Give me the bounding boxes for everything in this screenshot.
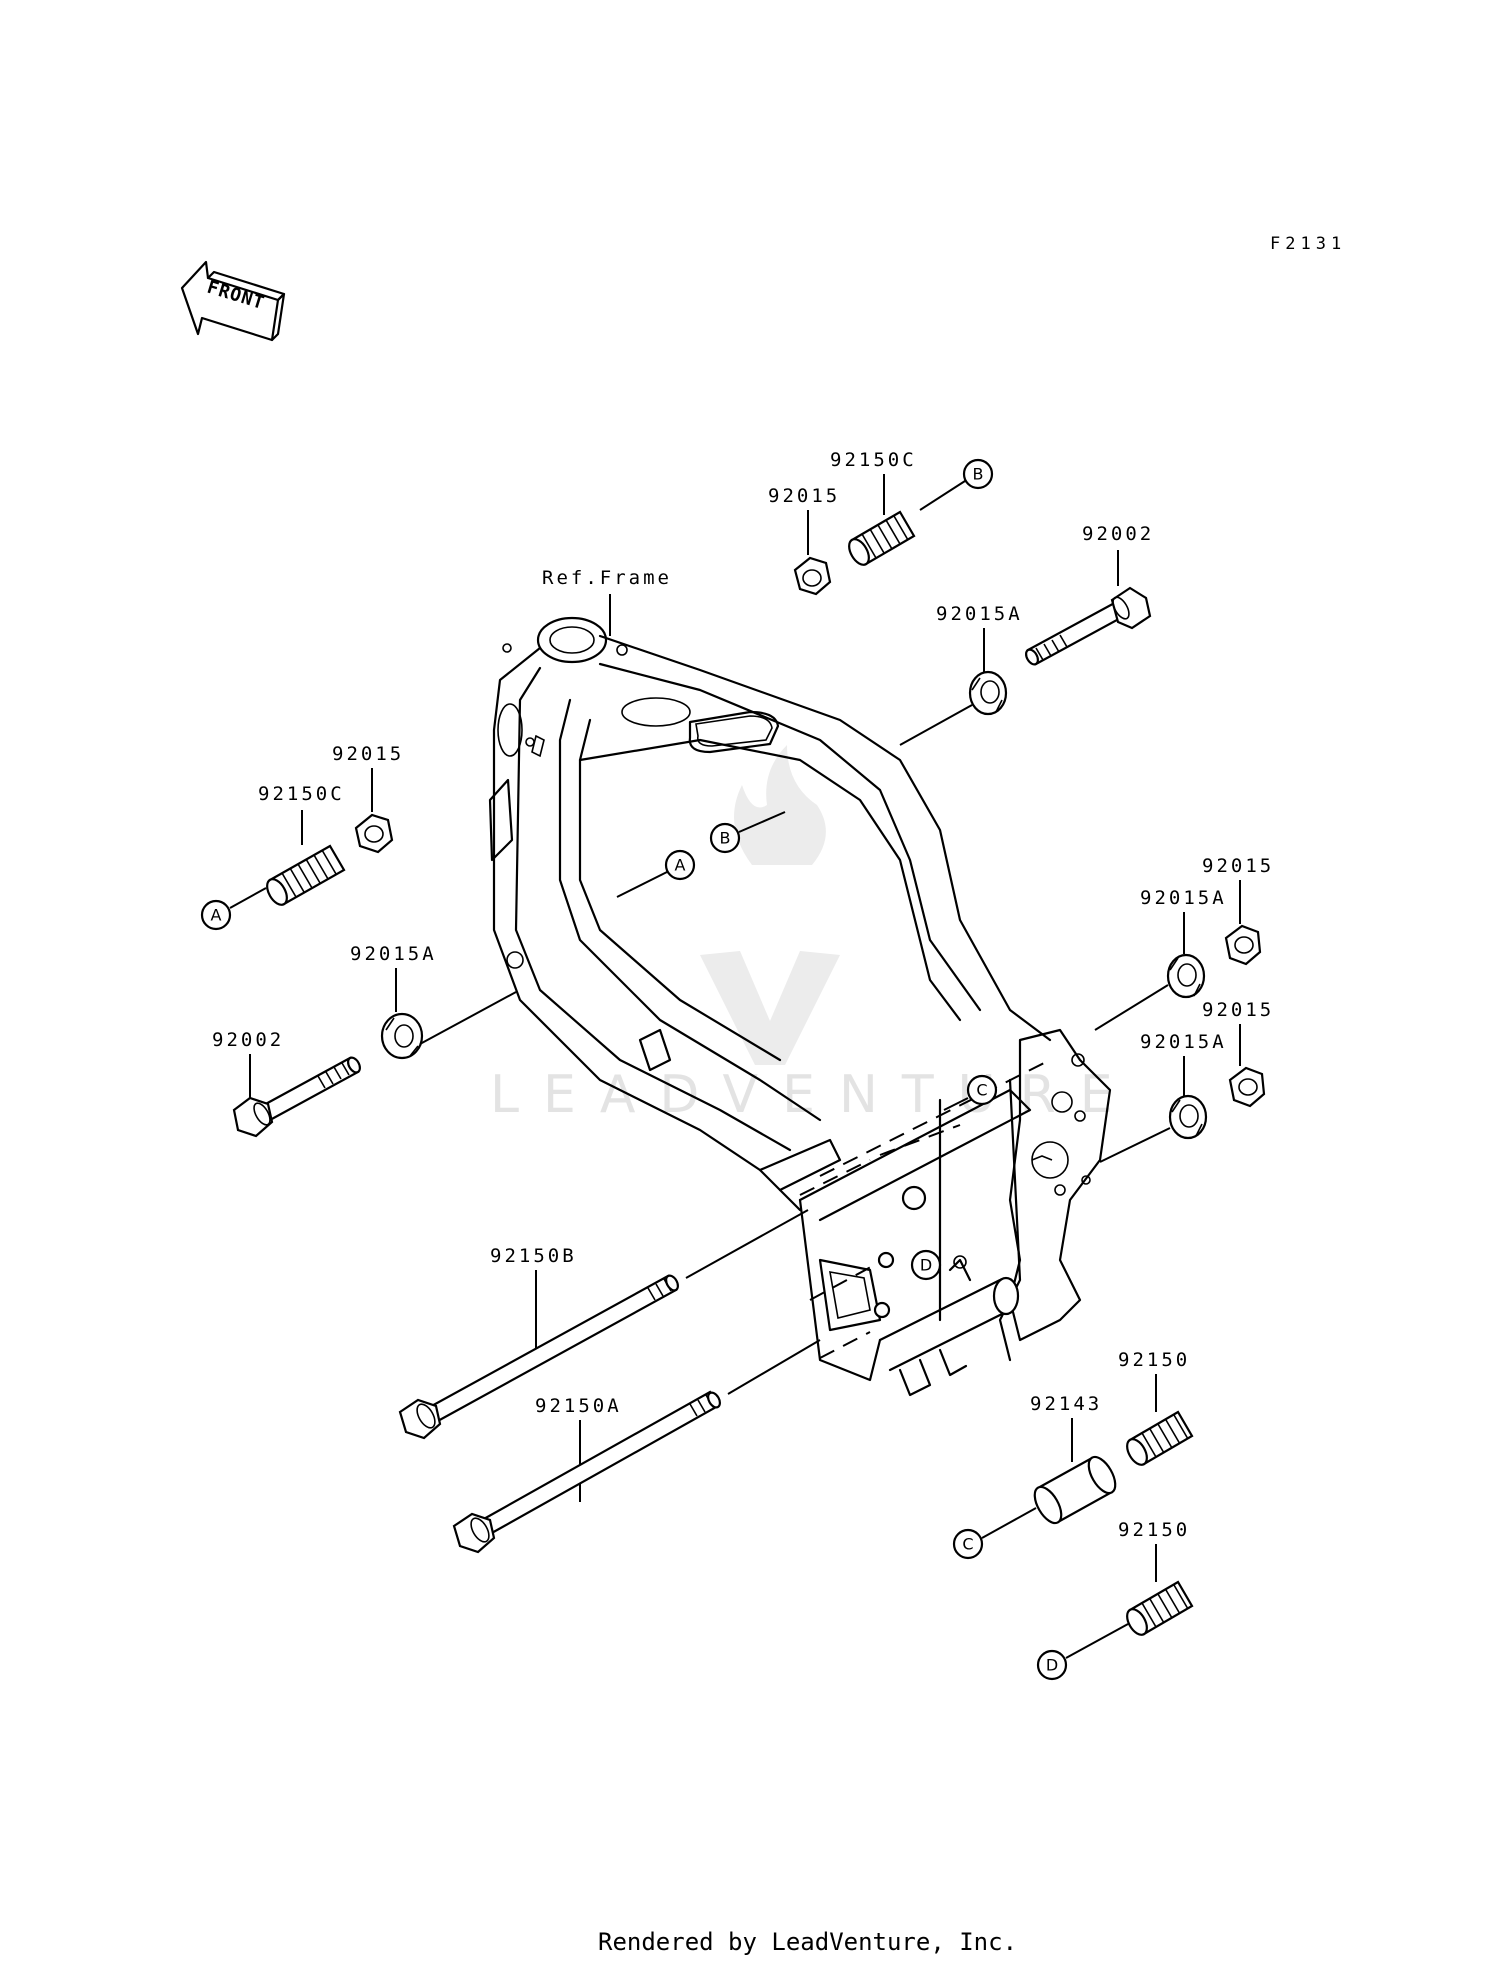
label-92015A-top: 92015A (936, 603, 1023, 625)
front-arrow-label: FRONT (205, 277, 268, 314)
frame-drawing (488, 616, 1112, 1397)
label-92150-a: 92150 (1118, 1349, 1190, 1371)
label-92150C-left: 92150C (258, 783, 345, 805)
label-92015-left: 92015 (332, 743, 404, 765)
nut-92015-r2 (1228, 1066, 1266, 1108)
callout-a2: A (200, 899, 232, 931)
callout-a1-letter: A (675, 856, 686, 875)
callout-c1: C (966, 1074, 998, 1106)
spacer-92150C-top (848, 510, 916, 566)
label-92150A: 92150A (535, 1395, 622, 1417)
collar-92143 (1033, 1455, 1117, 1525)
label-92015-r2: 92015 (1202, 999, 1274, 1021)
callout-c1-letter: C (976, 1081, 987, 1100)
callout-d1: D (910, 1249, 942, 1281)
bolt-92002-right (1025, 586, 1152, 666)
bolt-92002-left (232, 1056, 361, 1138)
label-92143: 92143 (1030, 1393, 1102, 1415)
nut-92015-left (354, 813, 394, 854)
washer-92015A-r2 (1168, 1094, 1208, 1140)
bolt-92150B (398, 1274, 679, 1440)
callout-d1-letter: D (920, 1256, 932, 1275)
callout-a2-letter: A (211, 906, 222, 925)
callout-c2: C (952, 1528, 984, 1560)
nut-92015-r1 (1224, 924, 1262, 966)
footer-credit: Rendered by LeadVenture, Inc. (598, 1928, 1017, 1956)
callout-d2-letter: D (1046, 1656, 1058, 1675)
label-92002-left: 92002 (212, 1029, 284, 1051)
spacer-92150-b (1126, 1580, 1194, 1636)
label-92150B: 92150B (490, 1245, 577, 1267)
ref-frame-label: Ref.Frame (542, 567, 672, 589)
label-92150-b: 92150 (1118, 1519, 1190, 1541)
callout-b2-letter: B (973, 465, 984, 484)
callout-b1-letter: B (720, 829, 731, 848)
label-92015A-r1: 92015A (1140, 887, 1227, 909)
label-92015A-left: 92015A (350, 943, 437, 965)
nut-92015-top (793, 556, 832, 596)
callout-a1: A (664, 849, 696, 881)
label-92002-right: 92002 (1082, 523, 1154, 545)
label-92015-r1: 92015 (1202, 855, 1274, 877)
callout-b2: B (962, 458, 994, 490)
label-92015A-r2: 92015A (1140, 1031, 1227, 1053)
callout-d2: D (1036, 1649, 1068, 1681)
front-arrow-icon: FRONT (180, 260, 286, 342)
washer-92015A-left (380, 1012, 424, 1060)
callout-c2-letter: C (962, 1535, 973, 1554)
spacer-92150-a (1126, 1410, 1194, 1466)
spacer-92150C-left (266, 844, 346, 906)
callout-b1: B (709, 822, 741, 854)
washer-92015A-r1 (1166, 953, 1206, 999)
washer-92015A-top (968, 670, 1008, 716)
label-92015-top: 92015 (768, 485, 840, 507)
bolt-92150A (452, 1390, 721, 1554)
label-92150C-top: 92150C (830, 449, 917, 471)
diagram-code: F2131 (1270, 234, 1346, 254)
